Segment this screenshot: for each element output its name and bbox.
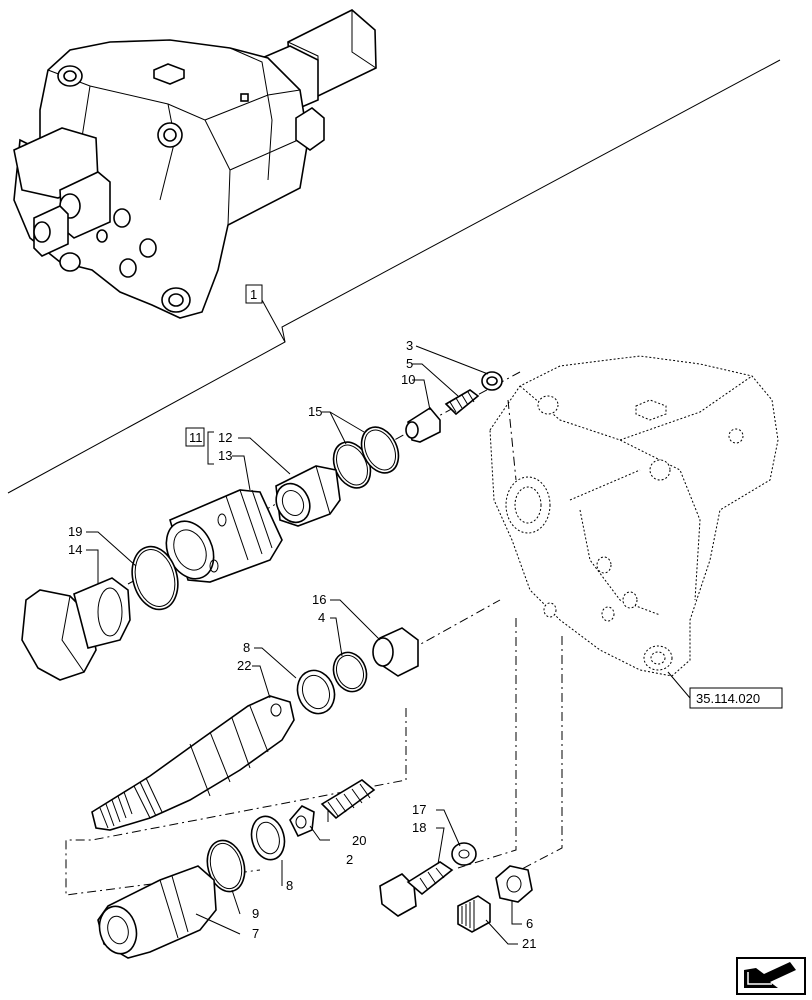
part-12-sleeve	[275, 465, 341, 527]
part-19-o-ring	[131, 545, 179, 611]
part-6-hex-nut	[495, 865, 533, 903]
callout-21: 21	[522, 936, 536, 951]
callout-16: 16	[312, 592, 326, 607]
callout-1: 1	[245, 284, 263, 304]
axis-bracket	[65, 708, 407, 896]
callout-6: 6	[526, 916, 533, 931]
axis-middle	[409, 599, 501, 651]
part-2-clip	[289, 805, 315, 838]
callout-20: 20	[352, 833, 366, 848]
svg-text:1: 1	[250, 287, 257, 302]
svg-text:11: 11	[189, 430, 203, 445]
part-10-poppet	[405, 406, 441, 443]
callout-35-114-020: 35.114.020	[667, 671, 783, 709]
phantom-housing	[489, 355, 779, 677]
leader-lines	[86, 345, 522, 945]
part-13-cartridge-body	[165, 489, 283, 583]
part-17-washer	[451, 842, 477, 866]
callout-9: 9	[252, 906, 259, 921]
axis-housing	[507, 399, 517, 481]
svg-text:35.114.020: 35.114.020	[696, 691, 760, 706]
part-22-spool	[91, 695, 295, 831]
callout-4: 4	[318, 610, 325, 625]
axis-bolt	[457, 618, 517, 869]
callout-2: 2	[346, 852, 353, 867]
callout-15: 15	[308, 404, 322, 419]
callout-8-upper: 8	[243, 640, 250, 655]
callout-8-lower: 8	[286, 878, 293, 893]
callout-7: 7	[252, 926, 259, 941]
part-20-spring	[320, 779, 376, 820]
callout-10: 10	[401, 372, 415, 387]
callout-22: 22	[237, 658, 251, 673]
part-21-knurled-nut	[457, 895, 491, 933]
part-8-backup-ring-lower	[250, 815, 286, 861]
part-18-bolt	[379, 861, 454, 917]
callout-17: 17	[412, 802, 426, 817]
part-3-washer	[481, 371, 503, 391]
callout-3: 3	[406, 338, 413, 353]
callout-13: 13	[218, 448, 232, 463]
callout-19: 19	[68, 524, 82, 539]
part-5-spring	[444, 389, 480, 416]
part-14-plug	[21, 577, 131, 681]
callout-5: 5	[406, 356, 413, 371]
axis-nut	[519, 636, 563, 871]
part-16-bushing	[372, 627, 419, 677]
part-15-o-rings	[332, 426, 400, 489]
callout-12: 12	[218, 430, 232, 445]
separator-line	[7, 59, 781, 494]
pump-assembly	[13, 9, 377, 319]
part-7-end-plug	[97, 865, 217, 959]
part-4-o-ring	[332, 651, 368, 693]
callout-11: 11	[185, 427, 214, 465]
part-8-backup-ring-upper	[296, 669, 336, 715]
callout-14: 14	[68, 542, 82, 557]
next-page-arrow-icon[interactable]	[736, 957, 806, 995]
callout-18: 18	[412, 820, 426, 835]
